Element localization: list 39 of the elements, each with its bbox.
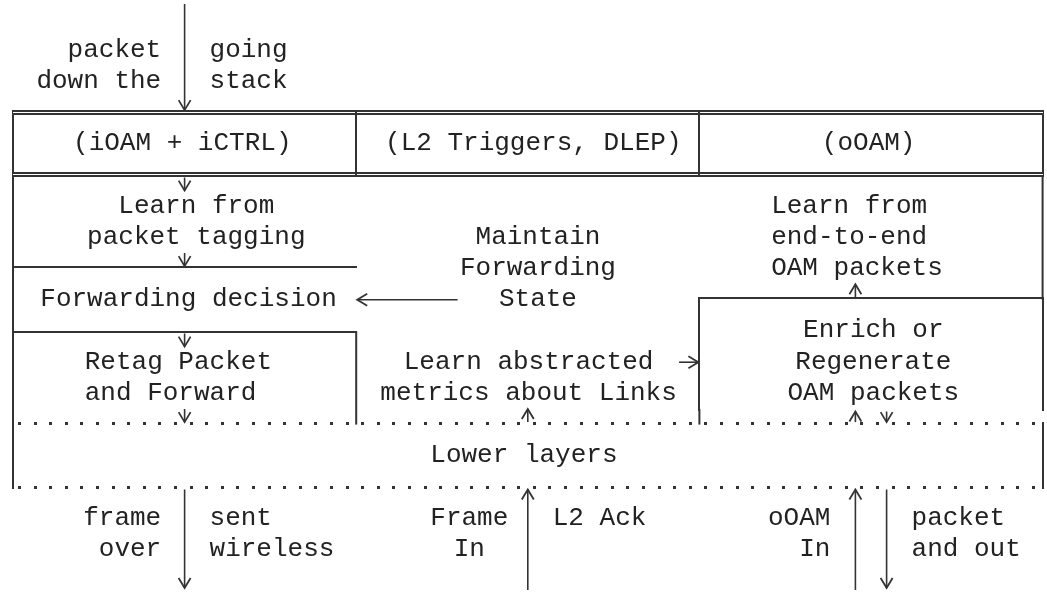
layer-heading: (oOAM) <box>820 128 917 160</box>
arrow <box>356 292 459 307</box>
arrow <box>177 252 192 267</box>
process-text: Learn from end-to-end OAM packets <box>771 190 948 285</box>
layer-name: Lower layers <box>429 440 619 472</box>
header-cell <box>12 110 358 178</box>
process-text: Learn from packet tagging <box>84 190 308 253</box>
arrow <box>678 355 700 370</box>
process-text: Forwarding decision <box>39 284 338 316</box>
arrow <box>848 488 863 591</box>
header-cell <box>698 110 1044 178</box>
header-cell <box>355 110 701 178</box>
flow-note: Frame In <box>429 502 510 565</box>
arrow <box>177 176 192 192</box>
process-text: Retag Packet and Forward <box>84 346 277 409</box>
arrow <box>177 408 192 423</box>
flow-note: L2 Ack <box>552 502 648 534</box>
process-box <box>698 297 1044 412</box>
flow-note: going stack <box>209 34 289 97</box>
flow-note: packet and out <box>911 502 1022 565</box>
layer-heading: (L2 Triggers, DLEP) <box>384 128 683 160</box>
flow-note: packet down the <box>35 34 162 97</box>
process-text: Maintain Forwarding State <box>457 221 619 316</box>
arrow <box>520 488 535 591</box>
decision-box <box>12 266 358 334</box>
arrow <box>848 283 863 299</box>
process-text: Enrich or Regenerate OAM packets <box>786 315 961 409</box>
arrow <box>177 3 192 111</box>
arrow <box>848 410 863 423</box>
arrow <box>879 410 894 423</box>
flow-note: sent wireless <box>209 502 336 565</box>
layer-heading: (iOAM + iCTRL) <box>72 128 293 160</box>
arrow <box>520 408 535 423</box>
arrow <box>177 332 192 348</box>
arrow <box>879 488 894 589</box>
arrow <box>177 488 192 589</box>
flow-note: frame over <box>82 502 162 565</box>
process-text: Learn abstracted metrics about Links <box>378 346 680 409</box>
flow-note: oOAM In <box>767 502 831 565</box>
